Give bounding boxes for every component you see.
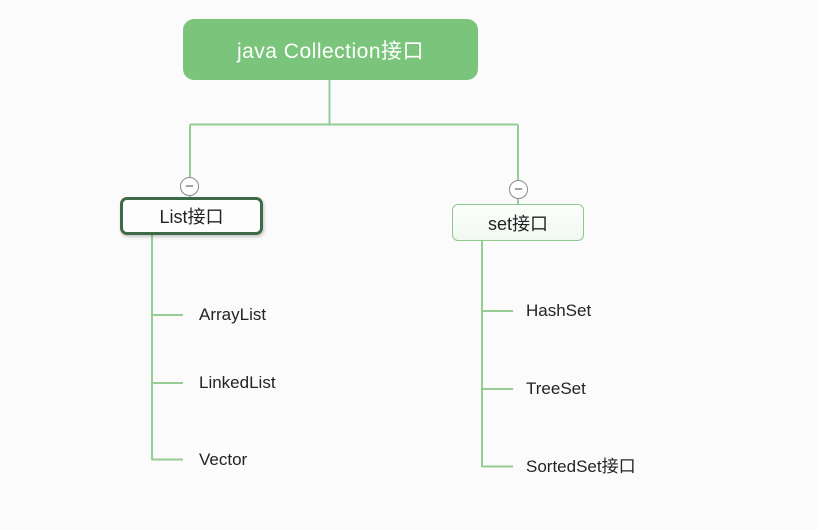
leaf-node-sortedset[interactable]: SortedSet接口 — [526, 457, 636, 476]
collapse-icon-list[interactable]: − — [180, 177, 199, 196]
root-node-java-collection[interactable]: java Collection接口 — [183, 19, 478, 80]
branch-node-list[interactable]: List接口 — [120, 197, 263, 235]
leaf-node-linkedlist[interactable]: LinkedList — [199, 373, 276, 392]
leaf-node-arraylist[interactable]: ArrayList — [199, 305, 267, 324]
collapse-icon-set[interactable]: − — [509, 180, 528, 199]
connector-left-branch-3 — [151, 455, 183, 461]
leaf-node-hashset[interactable]: HashSet — [526, 301, 592, 320]
connector-right-branch-3 — [481, 462, 513, 468]
leaf-node-treeset[interactable]: TreeSet — [526, 379, 586, 398]
leaf-node-vector[interactable]: Vector — [199, 450, 248, 469]
branch-node-set[interactable]: set接口 — [452, 204, 584, 241]
